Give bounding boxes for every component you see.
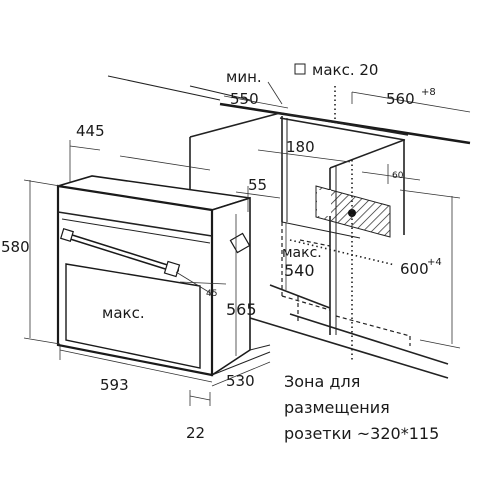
label-22: 22 [186, 424, 205, 442]
label-180: 180 [286, 138, 315, 156]
label-560-tolerance: +8 [421, 87, 436, 98]
label-max-20: макс. 20 [312, 61, 378, 79]
oven [56, 175, 271, 377]
caption-line-3: розетки ~320*115 [284, 424, 439, 443]
label-max-540-top: макс. [282, 245, 322, 261]
label-530: 530 [226, 372, 255, 390]
square-symbol-icon [294, 63, 306, 75]
label-max-45: макс. [102, 304, 145, 322]
dimension-lines [23, 81, 471, 406]
label-55: 55 [248, 176, 267, 194]
label-593: 593 [100, 376, 129, 394]
label-550: 550 [230, 90, 259, 108]
label-560: 560 [386, 90, 415, 108]
label-540: 540 [284, 261, 315, 280]
label-600-tolerance: +4 [427, 257, 442, 268]
caption-line-2: размещения [284, 398, 390, 417]
label-min: мин. [226, 68, 262, 86]
label-60: 60 [392, 171, 404, 181]
label-600: 600 [400, 260, 429, 278]
label-45: 45 [206, 289, 217, 299]
label-565: 565 [226, 300, 257, 319]
caption-line-1: Зона для [284, 372, 360, 391]
socket-center-marker [348, 209, 356, 217]
label-580: 580 [1, 238, 30, 256]
label-445: 445 [76, 122, 105, 140]
dimension-labels: мин. макс. 20 550 560 +8 445 180 60 55 5… [1, 61, 442, 442]
socket-zone [289, 160, 396, 362]
socket-zone-caption: Зона для размещения розетки ~320*115 [284, 372, 439, 443]
